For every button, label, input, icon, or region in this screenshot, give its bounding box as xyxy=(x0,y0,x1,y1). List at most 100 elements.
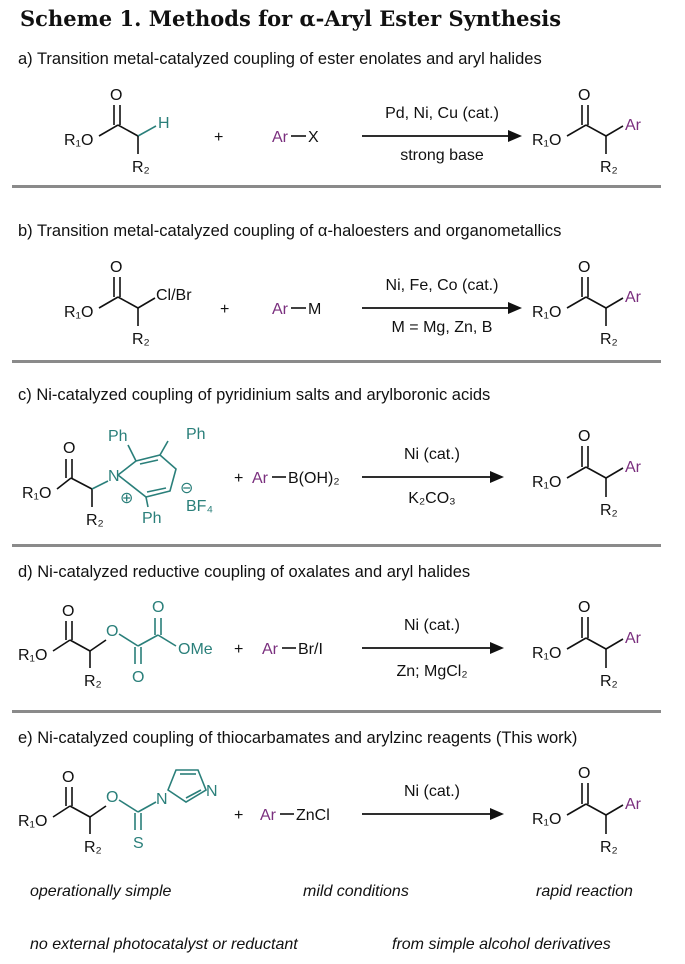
section-e-reaction: R₁O O R₂ O S N N + Ar ZnCl xyxy=(18,765,642,856)
plus-sign: + xyxy=(214,129,223,146)
product-b: R₁O O Ar R₂ xyxy=(532,259,642,348)
plus-sign: + xyxy=(234,641,243,658)
carbonyl-o-label: O xyxy=(62,603,74,620)
pyridinium-n-label: N xyxy=(108,468,120,485)
p-ar-label: Ar xyxy=(625,796,642,813)
p-o-label: O xyxy=(578,765,590,782)
p-r2-label: R₂ xyxy=(600,673,618,690)
negative-charge: ⊖ xyxy=(180,480,193,497)
organometallic: Ar M xyxy=(272,301,321,318)
ether-o-label: O xyxy=(106,623,118,640)
bf4-counterion-label: BF₄ xyxy=(186,498,213,515)
r1o-label: R₁O xyxy=(18,813,47,830)
aryl-halide: Ar X xyxy=(272,129,319,146)
halogen-label: Cl/Br xyxy=(156,287,192,304)
conditions-below-d: Zn; MgCl₂ xyxy=(396,663,467,680)
divider xyxy=(12,360,661,363)
p-ar-label: Ar xyxy=(625,117,642,134)
feature-operationally-simple: operationally simple xyxy=(30,883,172,900)
section-c-reaction: R₁O O R₂ N ⊕ Ph Ph Ph ⊖ BF₄ + Ar xyxy=(22,426,642,529)
r1o-label: R₁O xyxy=(18,647,47,664)
p-ar-label: Ar xyxy=(625,630,642,647)
carbonyl-o-label: O xyxy=(63,440,75,457)
reactant-a-ester: R₁O O H R₂ xyxy=(64,87,170,176)
ar-label: Ar xyxy=(272,301,289,318)
feature-rapid-reaction: rapid reaction xyxy=(536,883,633,900)
conditions-above-d: Ni (cat.) xyxy=(404,617,460,634)
r2-label: R₂ xyxy=(84,673,102,690)
r1o-label: R₁O xyxy=(64,304,93,321)
divider xyxy=(12,710,661,713)
metal-m-label: M xyxy=(308,301,321,318)
methoxy-label: OMe xyxy=(178,641,213,658)
aryl-halide-d: Ar Br/I xyxy=(262,641,323,658)
product-e: R₁O O Ar R₂ xyxy=(532,765,642,856)
conditions-below-c: K₂CO₃ xyxy=(408,490,455,507)
product-d: R₁O O Ar R₂ xyxy=(532,599,642,690)
section-d-title: d) Ni-catalyzed reductive coupling of ox… xyxy=(18,563,471,581)
r2-label: R₂ xyxy=(86,512,104,529)
p-o-label: O xyxy=(578,599,590,616)
conditions-above-e: Ni (cat.) xyxy=(404,783,460,800)
r2-label: R₂ xyxy=(132,159,150,176)
imidazole-n3-label: N xyxy=(206,783,218,800)
p-o-label: O xyxy=(578,87,590,104)
p-r2-label: R₂ xyxy=(600,502,618,519)
positive-charge: ⊕ xyxy=(120,490,133,507)
reaction-arrow-d: Ni (cat.) Zn; MgCl₂ xyxy=(362,617,504,680)
zinc-chloride-label: ZnCl xyxy=(296,807,330,824)
reaction-arrow-e: Ni (cat.) xyxy=(362,783,504,820)
boronic-acid-label: B(OH)₂ xyxy=(288,470,340,487)
p-r1o-label: R₁O xyxy=(532,132,561,149)
plus-sign: + xyxy=(234,807,243,824)
imidazole-n1-label: N xyxy=(156,791,168,808)
p-r1o-label: R₁O xyxy=(532,474,561,491)
divider xyxy=(12,544,661,547)
feature-mild-conditions: mild conditions xyxy=(303,883,409,900)
p-ar-label: Ar xyxy=(625,459,642,476)
thione-s-label: S xyxy=(133,835,144,852)
section-b-title: b) Transition metal-catalyzed coupling o… xyxy=(18,222,562,240)
reactant-e-thiocarbamate: R₁O O R₂ O S N N xyxy=(18,769,218,856)
p-r2-label: R₂ xyxy=(600,839,618,856)
reaction-arrow-b: Ni, Fe, Co (cat.) M = Mg, Zn, B xyxy=(362,277,522,336)
p-r1o-label: R₁O xyxy=(532,811,561,828)
section-c-title: c) Ni-catalyzed coupling of pyridinium s… xyxy=(18,386,491,404)
plus-sign: + xyxy=(234,470,243,487)
p-r2-label: R₂ xyxy=(600,159,618,176)
r1o-label: R₁O xyxy=(22,485,51,502)
ether-o-label: O xyxy=(106,789,118,806)
r2-label: R₂ xyxy=(84,839,102,856)
section-a-title: a) Transition metal-catalyzed coupling o… xyxy=(18,50,542,68)
carbonyl-o-label: O xyxy=(110,87,122,104)
ar-label: Ar xyxy=(252,470,269,487)
p-o-label: O xyxy=(578,428,590,445)
product-a: R₁O O Ar R₂ xyxy=(532,87,642,176)
ar-label: Ar xyxy=(260,807,277,824)
arylboronic-acid: Ar B(OH)₂ xyxy=(252,470,340,487)
reactant-c-pyridinium: R₁O O R₂ N ⊕ Ph Ph Ph ⊖ BF₄ xyxy=(22,426,213,529)
p-r1o-label: R₁O xyxy=(532,645,561,662)
feature-no-photocatalyst: no external photocatalyst or reductant xyxy=(30,936,298,953)
conditions-above-c: Ni (cat.) xyxy=(404,446,460,463)
oxalate-o2-label: O xyxy=(152,599,164,616)
reactant-b-haloester: R₁O O Cl/Br R₂ xyxy=(64,259,192,348)
reaction-arrow-c: Ni (cat.) K₂CO₃ xyxy=(362,446,504,507)
conditions-below-b: M = Mg, Zn, B xyxy=(392,319,493,336)
product-c: R₁O O Ar R₂ xyxy=(532,428,642,519)
section-d-reaction: R₁O O R₂ O O O OMe + Ar Br/I xyxy=(18,599,642,690)
carbonyl-o-label: O xyxy=(110,259,122,276)
scheme-title: Scheme 1. Methods for α-Aryl Ester Synth… xyxy=(20,6,562,31)
reactant-d-oxalate: R₁O O R₂ O O O OMe xyxy=(18,599,213,690)
feature-simple-alcohol-derivatives: from simple alcohol derivatives xyxy=(392,936,611,953)
phenyl-label: Ph xyxy=(142,510,162,527)
phenyl-label: Ph xyxy=(108,428,128,445)
ar-label: Ar xyxy=(262,641,279,658)
phenyl-label: Ph xyxy=(186,426,206,443)
plus-sign: + xyxy=(220,301,229,318)
conditions-below-a: strong base xyxy=(400,147,484,164)
conditions-above-b: Ni, Fe, Co (cat.) xyxy=(386,277,499,294)
alpha-h-label: H xyxy=(158,115,170,132)
p-r2-label: R₂ xyxy=(600,331,618,348)
